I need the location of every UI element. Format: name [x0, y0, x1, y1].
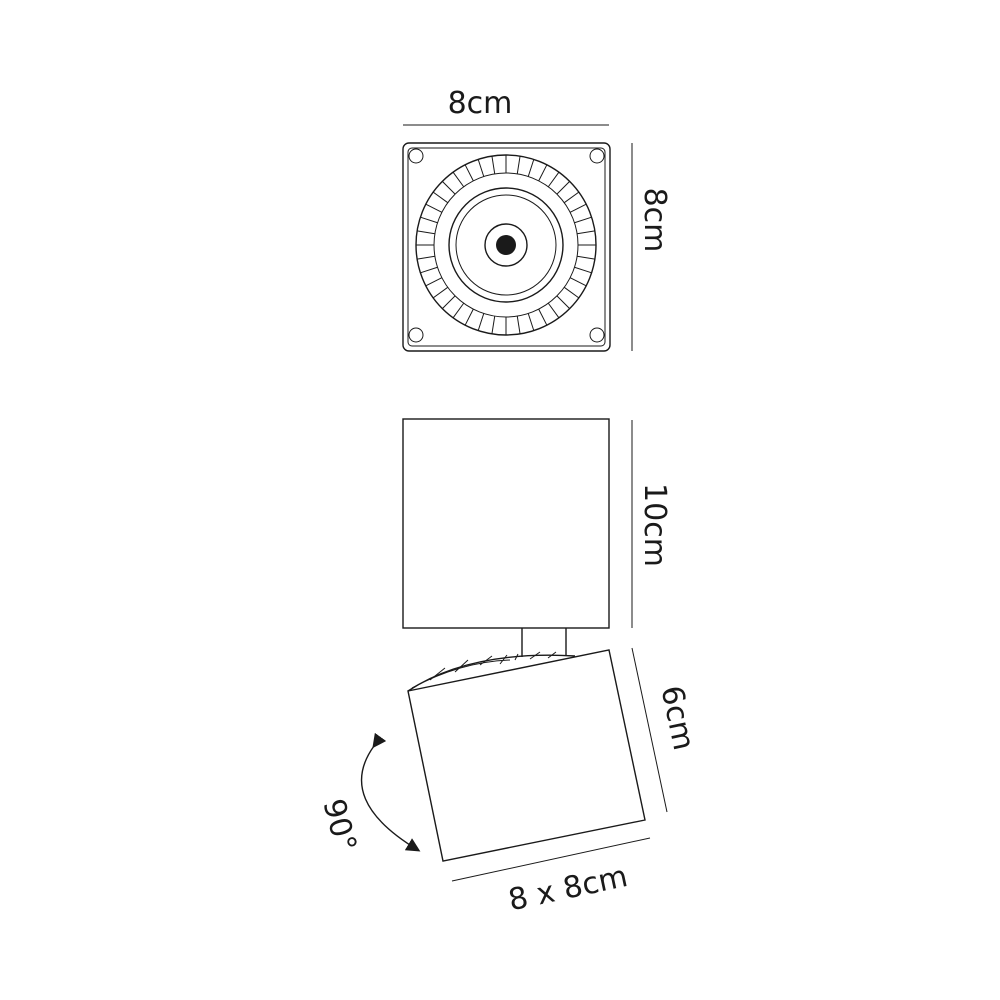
heatsink-fins [416, 155, 596, 335]
head-height-label: 6cm [653, 683, 701, 754]
head-height-dimension-line [631, 647, 668, 813]
top-view-outer-square [402, 142, 611, 352]
head-heatsink-fins [411, 651, 557, 689]
top-width-label: 8cm [448, 86, 513, 121]
heatsink-fin [538, 164, 548, 182]
heatsink-fin [420, 266, 438, 274]
heatsink-fin [452, 171, 465, 188]
heatsink-fin [577, 230, 595, 235]
heatsink-fin [491, 316, 496, 334]
tilt-arrow-icon [360, 732, 421, 852]
heatsink-fin [556, 181, 570, 195]
top-view [402, 142, 611, 352]
screw-hole-icon [589, 327, 605, 343]
heatsink-fin [452, 302, 465, 319]
heatsink-fin [563, 191, 580, 204]
body-height-label: 10cm [637, 483, 672, 567]
tilted-head [407, 649, 646, 862]
screw-hole-icon [589, 148, 605, 164]
body-side-view [402, 418, 610, 629]
heatsink-fin [420, 216, 438, 224]
heatsink-fin [432, 191, 449, 204]
tilt-angle-label: 90° [315, 795, 363, 855]
heatsink-fin [577, 255, 595, 260]
heatsink-fin [491, 156, 496, 174]
heatsink-fin [547, 171, 560, 188]
lens-outer [448, 187, 564, 303]
top-view-inner-square [407, 147, 606, 347]
heatsink-fin [563, 286, 580, 299]
lens-inner [455, 194, 557, 296]
heatsink-fin [417, 255, 435, 260]
heatsink-fin [464, 164, 474, 182]
heatsink-fin [464, 308, 474, 326]
heatsink-fin [538, 308, 548, 326]
led-dot [496, 235, 516, 255]
head-size-dimension-line [451, 837, 651, 882]
heatsink-fin [556, 295, 570, 309]
head-size-label: 8 x 8cm [505, 859, 630, 918]
heatsink-fin [527, 159, 535, 177]
heatsink-fin [432, 286, 449, 299]
top-depth-label: 8cm [637, 188, 672, 253]
heatsink-fin [477, 313, 485, 331]
head-body [407, 649, 646, 862]
screw-hole-icon [408, 327, 424, 343]
heatsink-fin [547, 302, 560, 319]
heatsink-fin [516, 156, 521, 174]
heatsink-fin [477, 159, 485, 177]
heatsink-fin [569, 277, 587, 287]
heatsink-fin [527, 313, 535, 331]
heatsink-fin [574, 216, 592, 224]
heatsink-fin [425, 203, 443, 213]
heatsink-fin [442, 295, 456, 309]
heatsink-fin [516, 316, 521, 334]
led-ring [484, 223, 528, 267]
heatsink-fin [569, 203, 587, 213]
heatsink-fin [574, 266, 592, 274]
heatsink-fin [442, 181, 456, 195]
screw-hole-icon [408, 148, 424, 164]
heatsink-fin [425, 277, 443, 287]
heatsink-fin [417, 230, 435, 235]
